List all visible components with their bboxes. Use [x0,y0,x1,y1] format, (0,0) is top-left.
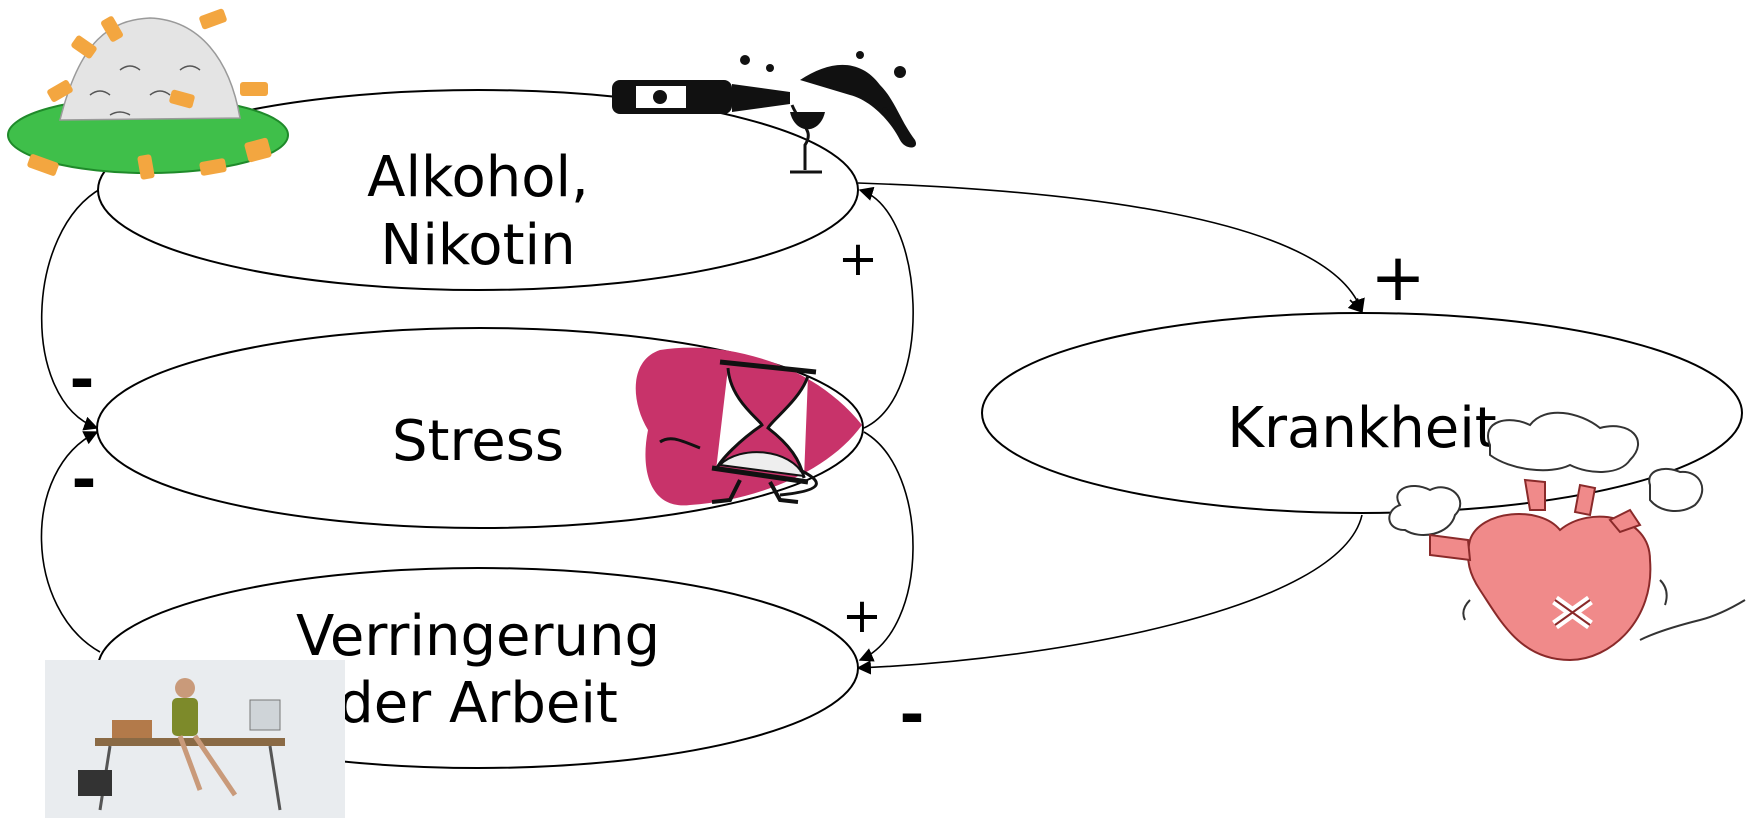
edge-krankheit-arbeit [856,514,1363,675]
edge-arbeit-stress [40,431,101,653]
node-label-krankheit: Krankheit [1227,396,1496,461]
sign-krankheit-arbeit: - [900,680,925,750]
edge-alkohol-krankheit [857,182,1365,314]
node-alkohol-nikotin [97,89,859,291]
edge-stress-alkohol [858,186,914,429]
ashtray-icon [7,8,289,180]
office-worker-photo [45,660,345,818]
wine-bottle-icon [612,51,917,174]
edge-stress-arbeit [858,431,914,662]
sign-arbeit-stress: - [72,445,97,515]
node-label-arbeit-line1: Verringerung [296,604,660,669]
node-label-stress: Stress [392,409,564,474]
edge-alkohol-stress [40,187,103,431]
node-label-alkohol-line1: Alkohol, [367,145,589,210]
node-label-alkohol-line2: Nikotin [380,213,575,278]
sign-stress-alkohol: + [838,231,878,287]
sign-stress-arbeit: + [842,588,882,644]
node-label-arbeit-line2: der Arbeit [338,671,618,736]
hourglass-icon [635,347,862,506]
sign-alkohol-krankheit: + [1370,239,1425,316]
broken-heart-icon [1388,411,1746,662]
sign-alkohol-stress: - [70,345,95,415]
